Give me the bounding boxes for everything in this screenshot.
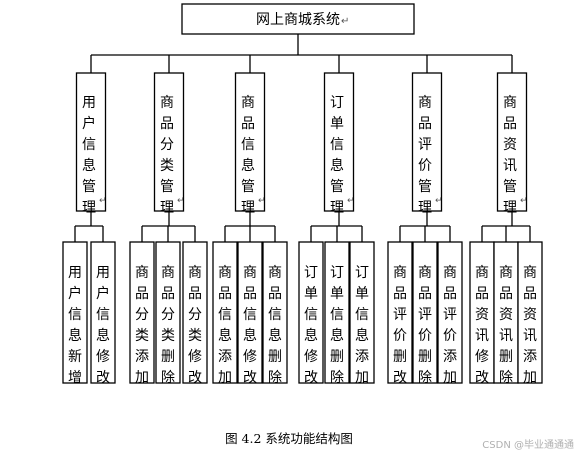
child-label: 商品评价删除 [418,265,432,386]
child-label: 商品分类删除 [161,265,175,386]
child-label: 用户信息修改 [96,265,110,386]
watermark: CSDN @毕业通通通 [482,440,574,451]
module-label: 商品信息管理 [241,95,255,216]
child-node: 商品分类修改 [182,241,208,386]
module-node: 商品信息管理↵ [234,72,266,216]
child-box [212,241,238,384]
child-label: 商品资讯添加 [523,265,537,386]
module-box [323,72,355,212]
module-node: 商品分类管理↵ [153,72,185,216]
child-node: 订单信息修改 [298,241,324,386]
child-box [62,241,88,384]
module-label: 商品评价管理 [418,95,432,216]
module-label: 订单信息管理 [330,95,344,216]
child-box [262,241,288,384]
module-box [234,72,266,212]
child-node: 订单信息添加 [349,241,375,386]
root-node: 网上商城系统 ↵ [181,3,415,35]
child-node: 商品评价添加 [437,241,463,386]
child-label: 商品资讯删除 [499,265,513,386]
return-mark-icon: ↵ [258,196,266,206]
child-label: 订单信息修改 [304,265,318,386]
child-node: 用户信息新增 [62,241,88,386]
figure-caption: 图 4.2 系统功能结构图 [225,431,353,446]
module-box [411,72,443,212]
child-box [412,241,438,384]
child-label: 商品分类修改 [188,265,202,386]
child-box [437,241,463,384]
module-label: 商品资讯管理 [503,95,517,216]
child-label: 用户信息新增 [68,265,82,386]
root-label: 网上商城系统 [256,12,340,28]
return-mark-icon: ↵ [341,16,349,27]
child-box [517,241,543,384]
child-node: 订单信息删除 [324,241,350,386]
child-node: 商品分类添加 [129,241,155,386]
child-label: 商品信息修改 [243,265,257,386]
child-label: 订单信息删除 [330,265,344,386]
child-node: 商品分类删除 [155,241,181,386]
child-node: 商品信息修改 [237,241,263,386]
child-box [469,241,495,384]
return-mark-icon: ↵ [177,196,185,206]
return-mark-icon: ↵ [99,196,107,206]
child-box [90,241,116,384]
module-nodes: 用户信息管理↵商品分类管理↵商品信息管理↵订单信息管理↵商品评价管理↵商品资讯管… [75,72,528,216]
child-label: 商品信息添加 [218,265,232,386]
module-label: 商品分类管理 [160,95,174,216]
return-mark-icon: ↵ [435,196,443,206]
module-node: 订单信息管理↵ [323,72,355,216]
module-node: 商品评价管理↵ [411,72,443,216]
child-label: 商品评价添加 [443,265,457,386]
child-box [298,241,324,384]
child-node: 商品评价删除 [412,241,438,386]
module-node: 商品资讯管理↵ [496,72,528,216]
child-label: 商品信息删除 [268,265,282,386]
child-box [129,241,155,384]
child-box [324,241,350,384]
child-node: 商品资讯删除 [493,241,519,386]
child-box [349,241,375,384]
child-node: 商品资讯修改 [469,241,495,386]
child-box [237,241,263,384]
module-box [75,72,107,212]
module-box [496,72,528,212]
child-node: 商品信息添加 [212,241,238,386]
return-mark-icon: ↵ [520,196,528,206]
child-label: 商品资讯修改 [475,265,489,386]
module-box [153,72,185,212]
return-mark-icon: ↵ [347,196,355,206]
child-label: 商品分类添加 [135,265,149,386]
child-node: 商品信息删除 [262,241,288,386]
child-nodes: 用户信息新增用户信息修改商品分类添加商品分类删除商品分类修改商品信息添加商品信息… [62,241,543,386]
module-node: 用户信息管理↵ [75,72,107,216]
connectors [74,34,531,242]
child-node: 用户信息修改 [90,241,116,386]
child-box [387,241,413,384]
child-label: 订单信息添加 [355,265,369,386]
child-box [182,241,208,384]
child-box [155,241,181,384]
child-node: 商品资讯添加 [517,241,543,386]
child-node: 商品评价删改 [387,241,413,386]
root-box [181,3,415,35]
child-label: 商品评价删改 [393,265,407,386]
module-label: 用户信息管理 [82,95,96,216]
